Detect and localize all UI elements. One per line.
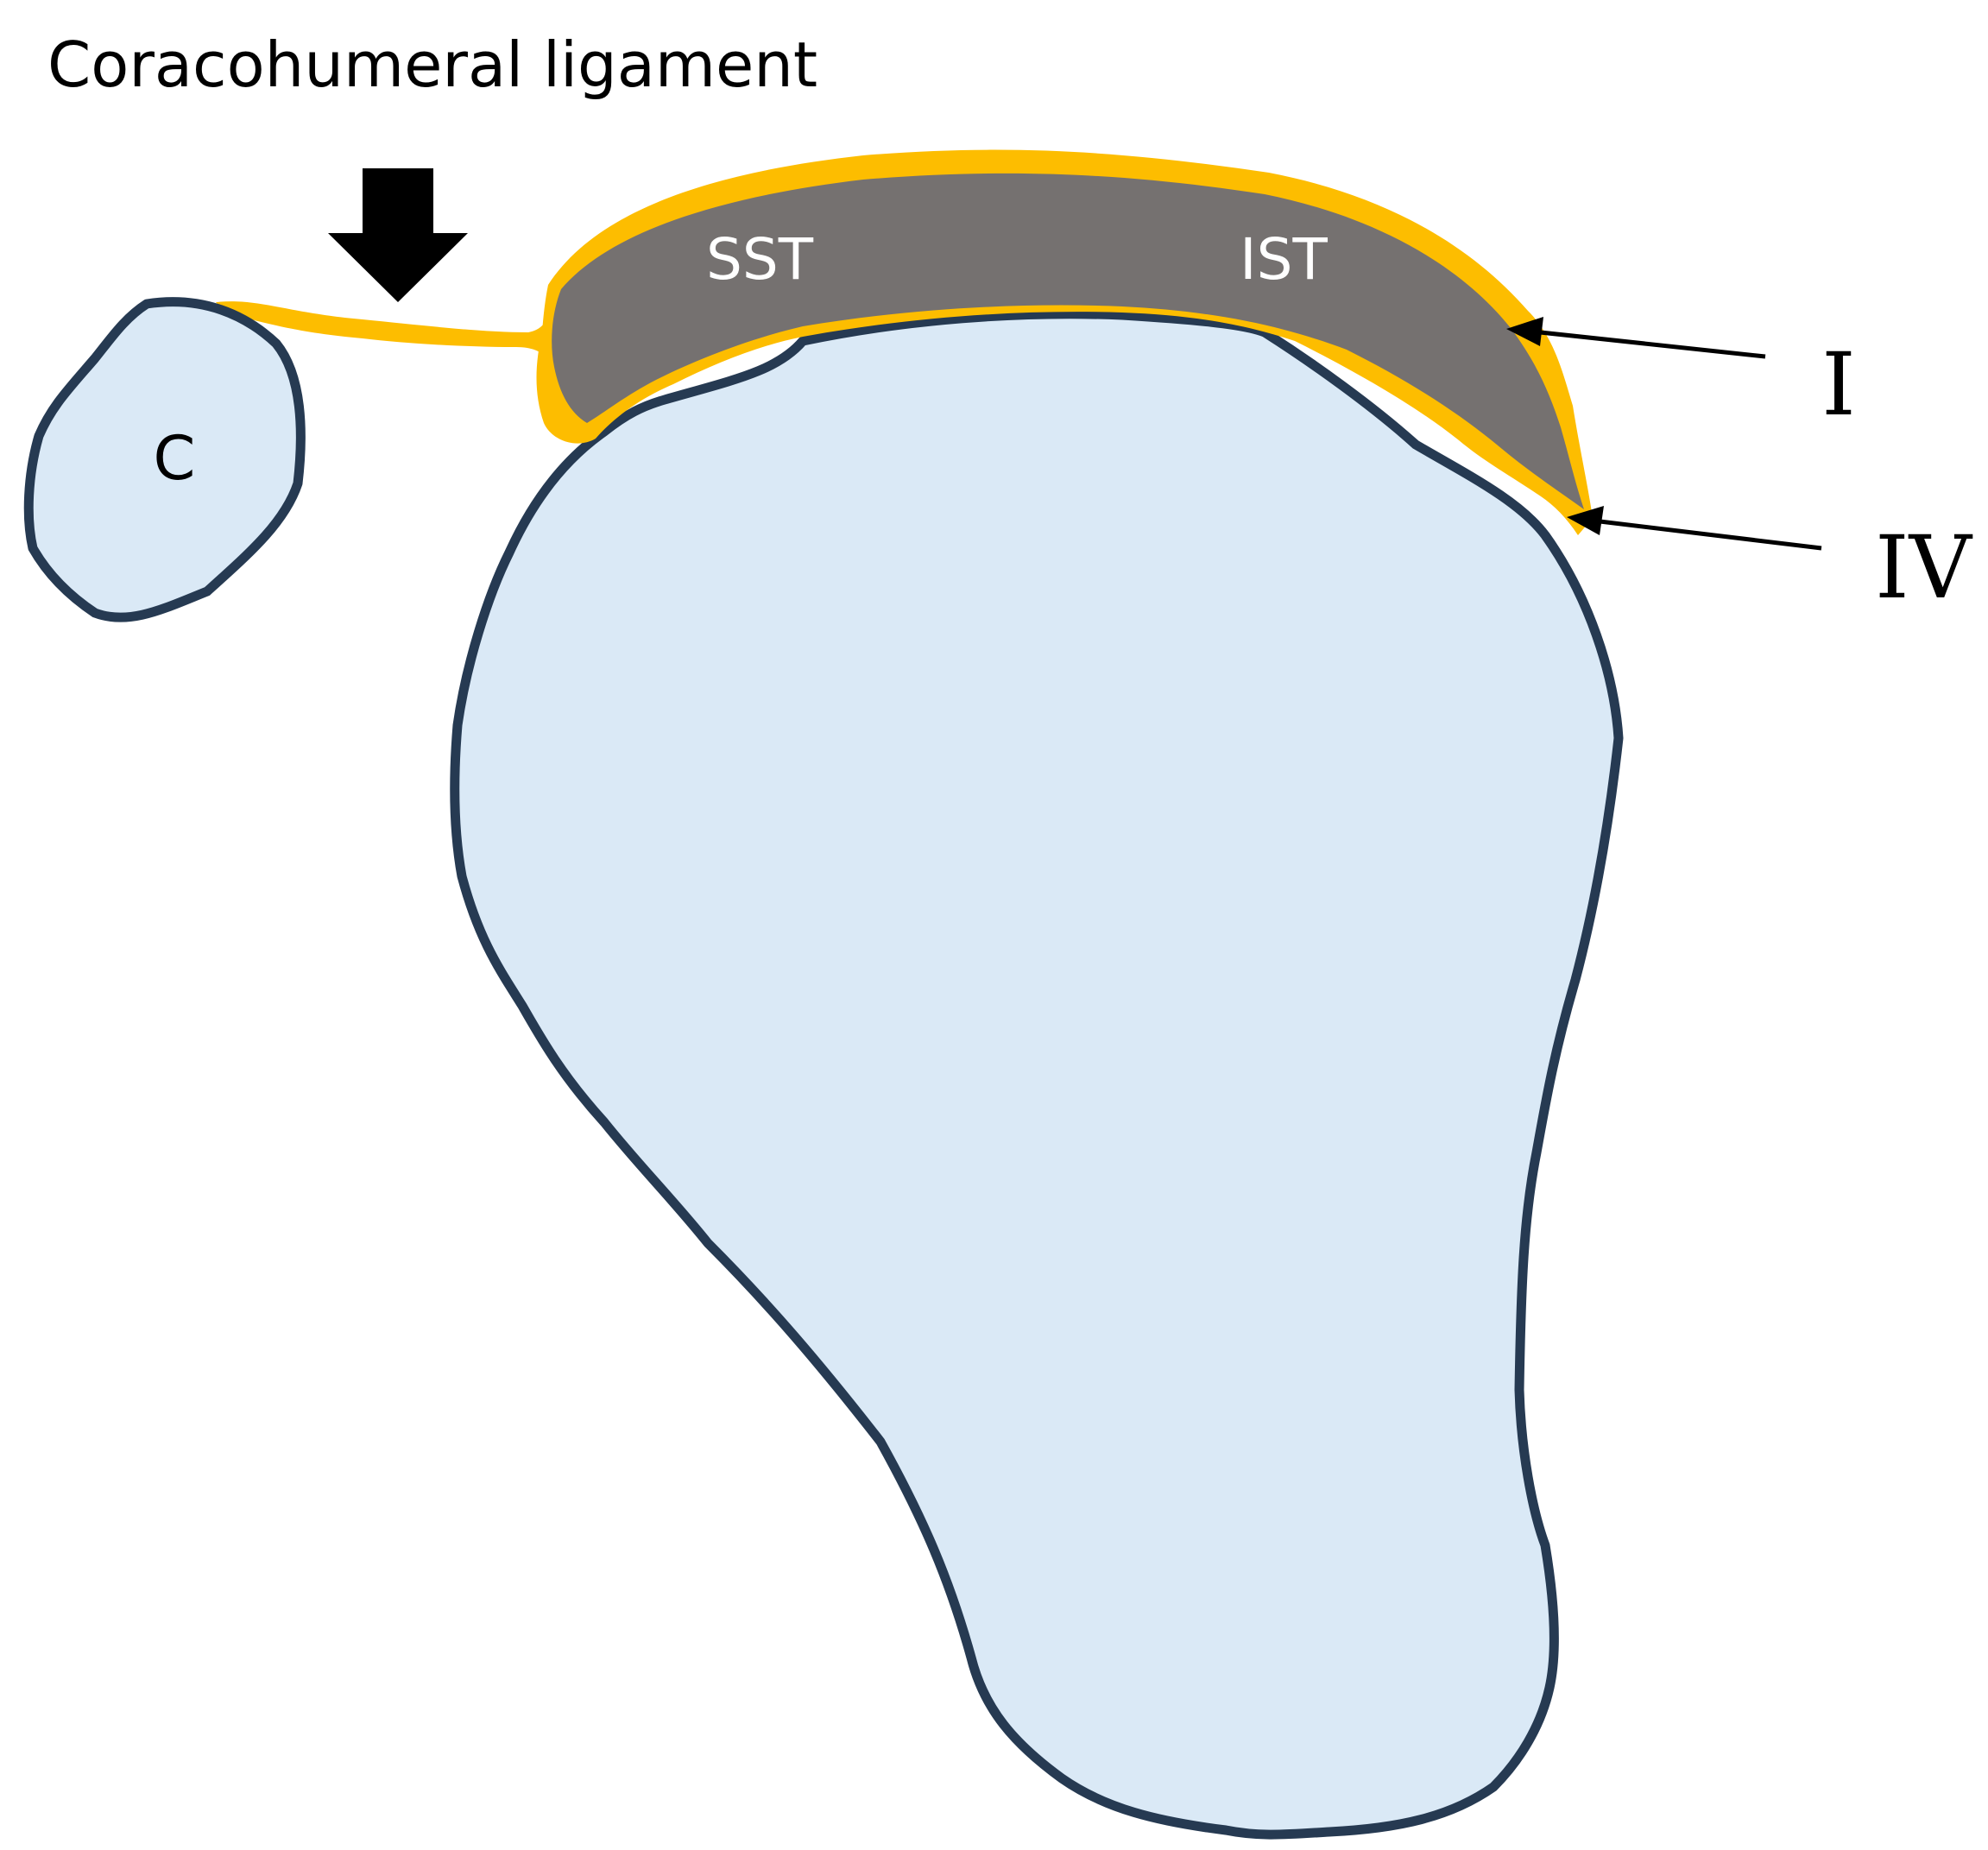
arrow-left-icon (1567, 506, 1822, 551)
coracoid-process (23, 297, 306, 622)
arrow-down-icon (328, 168, 468, 302)
arrow-left-icon (1506, 317, 1766, 359)
humeral-head (450, 309, 1624, 1840)
ligament-title: Coracohumeral ligament (47, 28, 817, 101)
coracoid-label: C (154, 423, 196, 494)
coracohumeral-ligament (216, 301, 552, 363)
layer-four-label: IV (1875, 517, 1973, 618)
rotator-cuff-tendon (552, 173, 1584, 509)
layer-one-label: I (1821, 334, 1856, 435)
infraspinatus-label: IST (1240, 226, 1328, 293)
supraspinatus-label: SST (706, 226, 814, 293)
